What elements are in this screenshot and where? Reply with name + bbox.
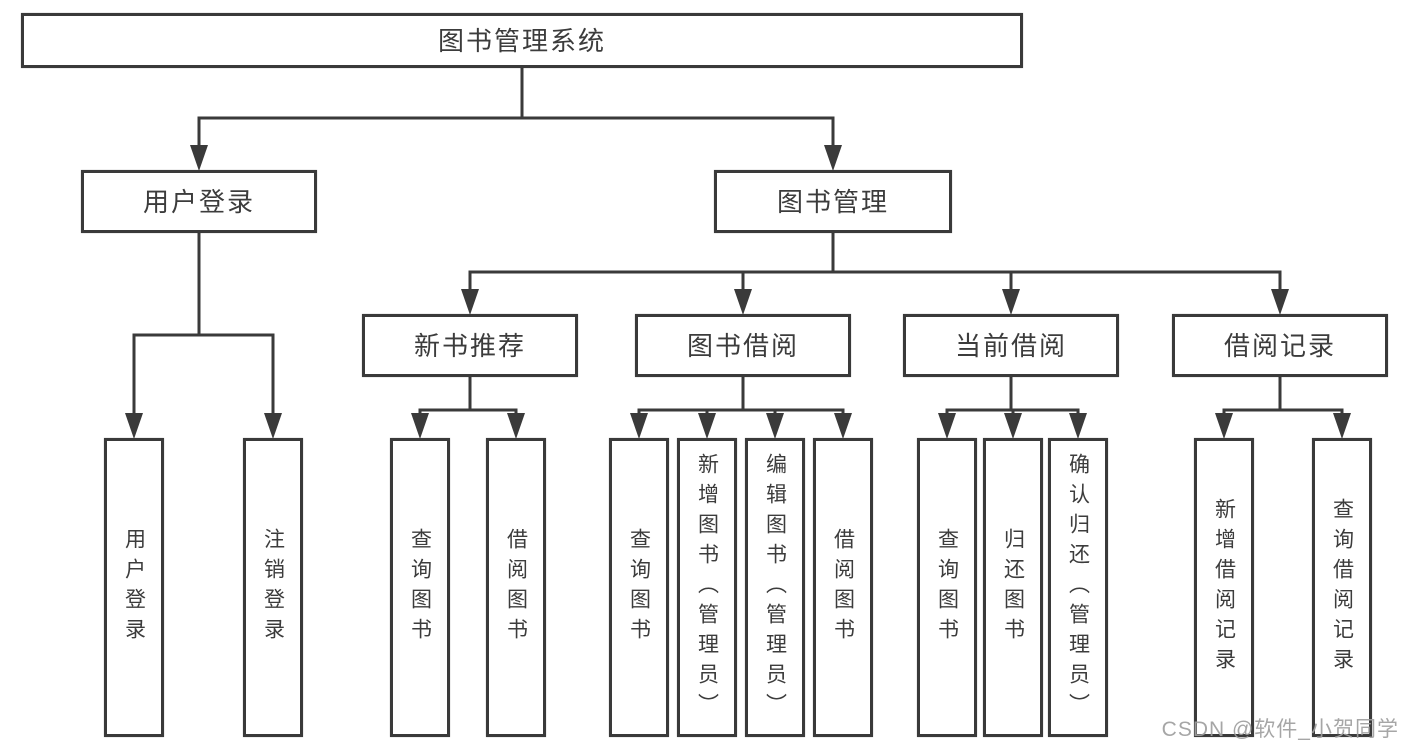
arrow-down-icon [1333,413,1351,439]
arrow-down-icon [125,413,143,439]
arrow-down-icon [1271,289,1289,315]
leaf-borrow-query-books-label: 查询图书 [627,527,651,648]
node-root-label: 图书管理系统 [437,25,606,56]
node-book-borrow-label: 图书借阅 [686,330,799,361]
leaf-user-login-label: 用户登录 [122,527,146,648]
connector-strokes [132,68,1344,418]
leaf-current-return-books: 归还图书 [983,438,1043,737]
arrow-down-icon [824,145,842,171]
leaf-borrow-edit-books-admin-label: 编辑图书（管理员） [763,452,787,723]
arrow-down-icon [834,413,852,439]
node-new-book-recommend: 新书推荐 [362,314,578,377]
leaf-logout: 注销登录 [243,438,303,737]
node-root: 图书管理系统 [21,13,1023,68]
leaf-borrow-add-books-admin: 新增图书（管理员） [677,438,737,737]
leaf-newbook-borrow-books: 借阅图书 [486,438,546,737]
leaf-newbook-query-books-label: 查询图书 [408,527,432,648]
arrowheads [125,145,1351,439]
leaf-record-add-borrow-record-label: 新增借阅记录 [1212,497,1236,678]
node-book-borrow: 图书借阅 [635,314,851,377]
node-new-book-recommend-label: 新书推荐 [413,330,526,361]
arrow-down-icon [766,413,784,439]
leaf-borrow-borrow-books: 借阅图书 [813,438,873,737]
leaf-user-login: 用户登录 [104,438,164,737]
node-user-login-branch: 用户登录 [81,170,317,233]
arrow-down-icon [411,413,429,439]
arrow-down-icon [1004,413,1022,439]
leaf-record-query-borrow-record-label: 查询借阅记录 [1330,497,1354,678]
leaf-record-add-borrow-record: 新增借阅记录 [1194,438,1254,737]
leaf-current-query-books: 查询图书 [917,438,977,737]
node-user-login-branch-label: 用户登录 [142,186,255,217]
leaf-logout-label: 注销登录 [261,527,285,648]
node-borrow-record-label: 借阅记录 [1223,330,1336,361]
arrow-down-icon [698,413,716,439]
node-borrow-record: 借阅记录 [1172,314,1388,377]
leaf-newbook-query-books: 查询图书 [390,438,450,737]
arrow-down-icon [264,413,282,439]
arrow-down-icon [734,289,752,315]
arrow-down-icon [1215,413,1233,439]
leaf-current-confirm-return-admin: 确认归还（管理员） [1048,438,1108,737]
leaf-record-query-borrow-record: 查询借阅记录 [1312,438,1372,737]
arrow-down-icon [461,289,479,315]
arrow-down-icon [1002,289,1020,315]
node-current-borrow-label: 当前借阅 [954,330,1067,361]
leaf-borrow-query-books: 查询图书 [609,438,669,737]
arrow-down-icon [630,413,648,439]
arrow-down-icon [190,145,208,171]
leaf-newbook-borrow-books-label: 借阅图书 [504,527,528,648]
node-book-management: 图书管理 [714,170,952,233]
leaf-current-confirm-return-admin-label: 确认归还（管理员） [1066,452,1090,723]
leaf-borrow-borrow-books-label: 借阅图书 [831,527,855,648]
watermark-text: CSDN @软件_小贺同学 [1161,718,1399,741]
leaf-current-query-books-label: 查询图书 [935,527,959,648]
arrow-down-icon [507,413,525,439]
leaf-borrow-add-books-admin-label: 新增图书（管理员） [695,452,719,723]
leaf-borrow-edit-books-admin: 编辑图书（管理员） [745,438,805,737]
node-book-management-label: 图书管理 [776,186,889,217]
arrow-down-icon [1069,413,1087,439]
arrow-down-icon [938,413,956,439]
leaf-current-return-books-label: 归还图书 [1001,527,1025,648]
node-current-borrow: 当前借阅 [903,314,1119,377]
